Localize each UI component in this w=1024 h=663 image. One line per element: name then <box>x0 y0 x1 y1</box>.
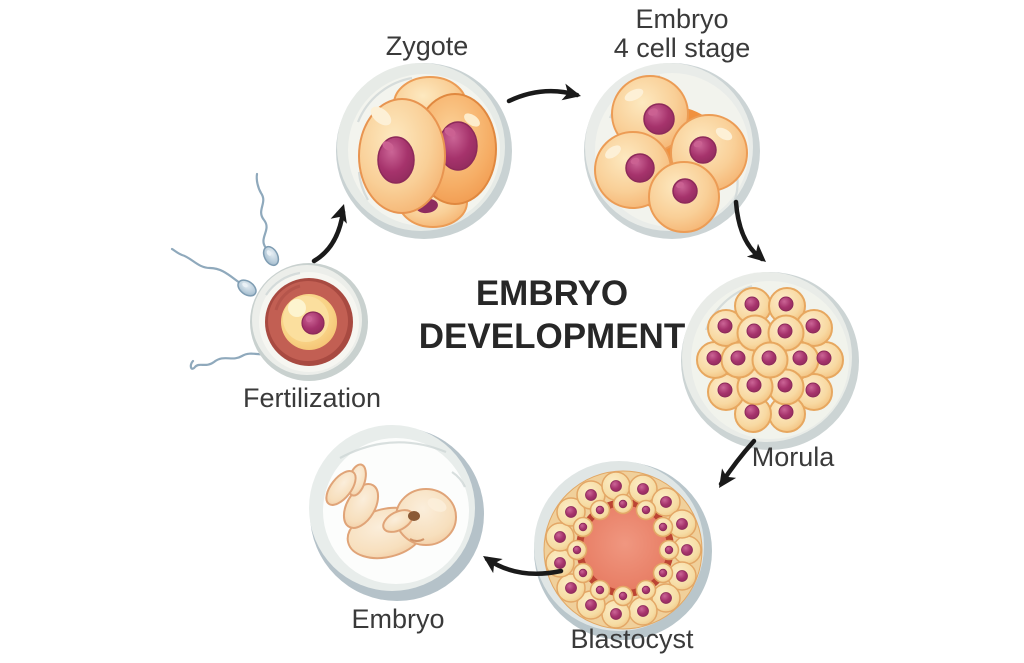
page-title-line2: DEVELOPMENT <box>419 317 685 356</box>
fertilization-label: Fertilization <box>243 383 381 413</box>
zygote-label: Zygote <box>386 31 469 61</box>
blastocyst-nuclei <box>554 480 693 620</box>
fertilization-illustration <box>170 172 368 381</box>
fetus-ear <box>408 511 420 521</box>
four-cell-label-line1: Embryo <box>635 4 728 34</box>
blastocyst-label: Blastocyst <box>570 624 694 654</box>
four-cell-label-line2: 4 cell stage <box>614 33 751 63</box>
arrow-zygote-to-four-cell <box>506 83 581 104</box>
zygote-illustration <box>336 63 512 239</box>
blastocyst-illustration <box>534 461 712 640</box>
arrow-four-cell-to-morula <box>733 199 766 262</box>
morula-nuclei <box>706 296 832 420</box>
embryo-label: Embryo <box>351 604 444 634</box>
arrow-morula-to-blastocyst <box>718 438 757 488</box>
morula-illustration <box>681 272 859 450</box>
page-title-line1: EMBRYO <box>476 274 628 313</box>
morula-cells <box>696 287 844 433</box>
sperm-icon <box>255 172 280 267</box>
embryo-illustration <box>309 425 484 601</box>
arrow-blastocyst-to-embryo <box>483 556 564 576</box>
morula-label: Morula <box>752 442 836 472</box>
fetus-mouth <box>409 538 425 542</box>
blastocyst-inner-cells <box>566 493 680 607</box>
fetus <box>325 463 457 560</box>
egg-nucleus <box>301 311 325 335</box>
egg-cell <box>250 263 368 381</box>
sperm-icon <box>170 247 257 297</box>
flow-arrows <box>311 83 766 576</box>
arrow-fertilization-to-zygote <box>311 204 347 264</box>
four-cell-illustration <box>584 63 760 239</box>
diagram-text: EMBRYO DEVELOPMENT Zygote Embryo 4 cell … <box>243 4 835 654</box>
